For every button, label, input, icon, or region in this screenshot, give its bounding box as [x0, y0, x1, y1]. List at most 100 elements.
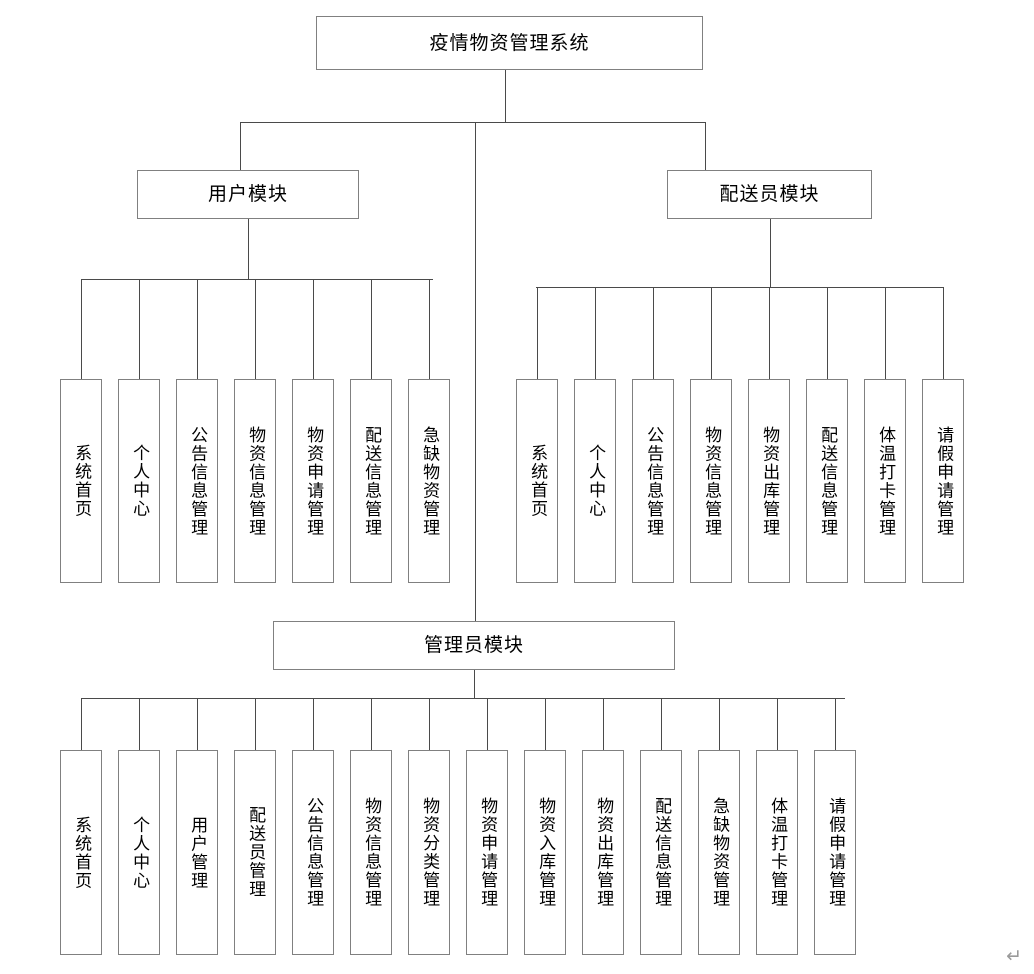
leaf-label: 公告信息管理: [187, 425, 208, 537]
courier-module-leaf-8[interactable]: 请假申请管理: [922, 379, 964, 583]
paragraph-return-icon: ↵: [1006, 945, 1022, 967]
leaf-label: 物资入库管理: [535, 797, 556, 908]
leaf-label: 配送信息管理: [361, 425, 382, 537]
courier-module[interactable]: 配送员模块: [667, 170, 872, 219]
leaf-label: 请假申请管理: [825, 797, 846, 908]
courier-module-leaf-6[interactable]: 配送信息管理: [806, 379, 848, 583]
leaf-label: 体温打卡管理: [875, 425, 896, 537]
leaf-label: 体温打卡管理: [767, 797, 788, 908]
admin-module-leaf-11[interactable]: 配送信息管理: [640, 750, 682, 955]
admin-module-leaf-1[interactable]: 系统首页: [60, 750, 102, 955]
admin-module-leaf-drop-line: [429, 698, 430, 750]
leaf-label: 公告信息管理: [303, 797, 324, 908]
user-module-drop-line: [240, 122, 241, 170]
leaf-label: 急缺物资管理: [419, 425, 440, 537]
courier-module-leaf-drop-line: [827, 287, 828, 379]
admin-module-leaf-drop-line: [371, 698, 372, 750]
leaf-label: 物资信息管理: [245, 425, 266, 537]
courier-module-leaf-drop-line: [943, 287, 944, 379]
admin-module-leaf-drop-line: [81, 698, 82, 750]
admin-module-leaf-7[interactable]: 物资分类管理: [408, 750, 450, 955]
leaf-label: 个人中心: [129, 444, 150, 518]
leaf-label: 物资出库管理: [759, 425, 780, 537]
leaf-label: 个人中心: [129, 815, 150, 890]
admin-module-leaf-drop-line: [313, 698, 314, 750]
courier-module-leaf-drop-line: [885, 287, 886, 379]
admin-module-leaf-9[interactable]: 物资入库管理: [524, 750, 566, 955]
leaf-label: 公告信息管理: [643, 425, 664, 537]
leaf-label: 物资信息管理: [361, 797, 382, 908]
leaf-label: 物资申请管理: [477, 797, 498, 908]
admin-module-leaf-12[interactable]: 急缺物资管理: [698, 750, 740, 955]
courier-module-stem-line: [769, 219, 771, 287]
user-module-leaf-drop-line: [429, 279, 430, 379]
admin-module-leaf-14[interactable]: 请假申请管理: [814, 750, 856, 955]
courier-module-bus-line: [536, 287, 943, 288]
courier-module-leaf-1[interactable]: 系统首页: [516, 379, 558, 583]
admin-module-leaf-10[interactable]: 物资出库管理: [582, 750, 624, 955]
courier-module-leaf-drop-line: [653, 287, 654, 379]
admin-module-leaf-5[interactable]: 公告信息管理: [292, 750, 334, 955]
root-label: 疫情物资管理系统: [429, 31, 590, 54]
user-module-stem-line: [248, 219, 249, 279]
leaf-label: 请假申请管理: [933, 425, 954, 537]
leaf-label: 配送信息管理: [651, 797, 672, 908]
leaf-label: 个人中心: [585, 444, 606, 518]
admin-module-leaf-2[interactable]: 个人中心: [118, 750, 160, 955]
leaf-label: 物资申请管理: [303, 425, 324, 537]
user-module-leaf-drop-line: [313, 279, 314, 379]
user-module-leaf-5[interactable]: 物资申请管理: [292, 379, 334, 583]
admin-module-leaf-drop-line: [603, 698, 604, 750]
user-module[interactable]: 用户模块: [137, 170, 359, 219]
admin-module-leaf-6[interactable]: 物资信息管理: [350, 750, 392, 955]
admin-module-leaf-drop-line: [777, 698, 778, 750]
user-module-leaf-drop-line: [197, 279, 198, 379]
root-node[interactable]: 疫情物资管理系统: [316, 16, 703, 70]
admin-module-bus-line: [81, 698, 845, 699]
admin-module-leaf-13[interactable]: 体温打卡管理: [756, 750, 798, 955]
leaf-label: 配送员管理: [245, 806, 266, 899]
admin-module-leaf-8[interactable]: 物资申请管理: [466, 750, 508, 955]
leaf-label: 物资分类管理: [419, 797, 440, 908]
user-module-leaf-1[interactable]: 系统首页: [60, 379, 102, 583]
user-module-leaf-7[interactable]: 急缺物资管理: [408, 379, 450, 583]
module-label: 管理员模块: [423, 634, 524, 657]
user-module-leaf-drop-line: [371, 279, 372, 379]
user-module-leaf-3[interactable]: 公告信息管理: [176, 379, 218, 583]
courier-module-leaf-5[interactable]: 物资出库管理: [748, 379, 790, 583]
courier-module-leaf-7[interactable]: 体温打卡管理: [864, 379, 906, 583]
module-label: 配送员模块: [719, 183, 820, 206]
user-module-leaf-drop-line: [139, 279, 140, 379]
admin-module-stem-line: [474, 670, 475, 698]
admin-module-leaf-drop-line: [197, 698, 198, 750]
admin-module-leaf-drop-line: [487, 698, 488, 750]
courier-module-leaf-3[interactable]: 公告信息管理: [632, 379, 674, 583]
courier-module-leaf-drop-line: [769, 287, 770, 379]
admin-module-leaf-3[interactable]: 用户管理: [176, 750, 218, 955]
courier-module-drop-line: [705, 122, 706, 170]
admin-module-leaf-drop-line: [545, 698, 546, 750]
user-module-bus-line: [81, 279, 433, 280]
admin-module-leaf-drop-line: [835, 698, 836, 750]
leaf-label: 急缺物资管理: [709, 797, 730, 908]
admin-module[interactable]: 管理员模块: [273, 621, 675, 670]
admin-spine-line: [475, 122, 476, 621]
leaf-label: 系统首页: [71, 444, 92, 518]
admin-module-leaf-drop-line: [719, 698, 720, 750]
leaf-label: 用户管理: [187, 815, 208, 890]
admin-module-leaf-4[interactable]: 配送员管理: [234, 750, 276, 955]
admin-module-leaf-drop-line: [139, 698, 140, 750]
courier-module-leaf-drop-line: [711, 287, 712, 379]
courier-module-leaf-drop-line: [537, 287, 538, 379]
courier-module-leaf-2[interactable]: 个人中心: [574, 379, 616, 583]
courier-module-leaf-4[interactable]: 物资信息管理: [690, 379, 732, 583]
user-module-leaf-2[interactable]: 个人中心: [118, 379, 160, 583]
leaf-label: 物资出库管理: [593, 797, 614, 908]
admin-module-leaf-drop-line: [661, 698, 662, 750]
admin-module-leaf-drop-line: [255, 698, 256, 750]
module-label: 用户模块: [207, 183, 288, 206]
leaf-label: 配送信息管理: [817, 425, 838, 537]
user-module-leaf-6[interactable]: 配送信息管理: [350, 379, 392, 583]
user-module-leaf-4[interactable]: 物资信息管理: [234, 379, 276, 583]
